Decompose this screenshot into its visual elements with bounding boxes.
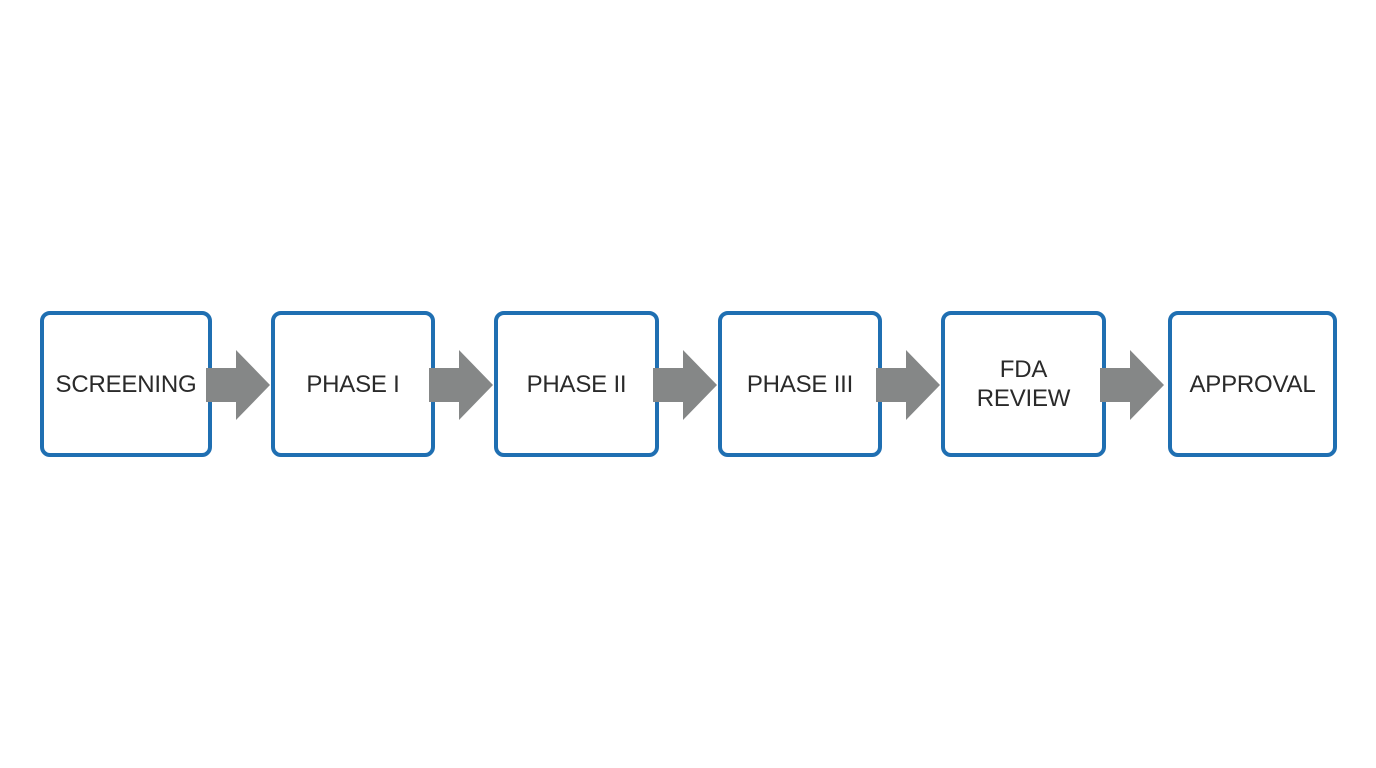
right-arrow-icon [653,350,717,420]
right-arrow-icon [1100,350,1164,420]
right-arrow-icon [876,350,940,420]
stage-label: SCREENING [55,370,197,398]
stage-phase-3: PHASE III [718,311,882,457]
stage-label: PHASE III [746,370,854,398]
stage-label: FDA REVIEW [976,356,1071,412]
stage-approval: APPROVAL [1168,311,1337,457]
stage-label: PHASE II [526,370,627,398]
right-arrow-icon [429,350,493,420]
stage-screening: SCREENING [40,311,212,457]
right-arrow-icon [206,350,270,420]
stage-fda-review: FDA REVIEW [941,311,1106,457]
stage-label: PHASE I [306,370,400,398]
stage-phase-1: PHASE I [271,311,435,457]
stage-label: APPROVAL [1189,370,1316,398]
stage-phase-2: PHASE II [494,311,659,457]
